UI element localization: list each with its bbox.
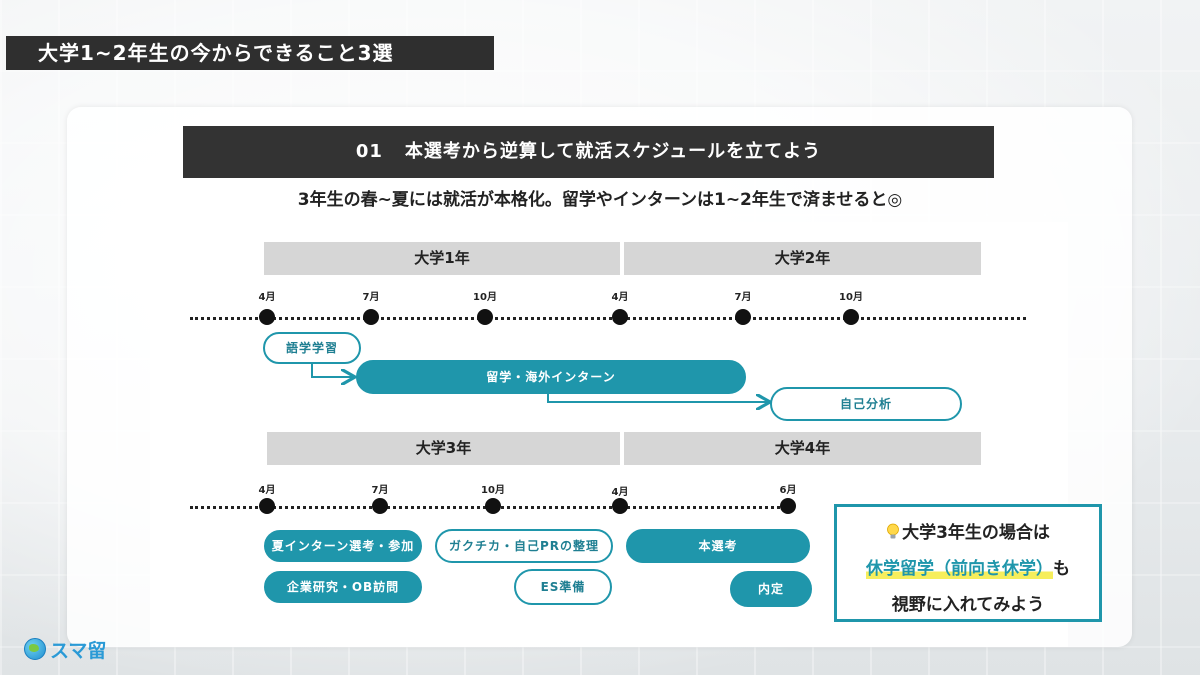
flow-arrows [311, 364, 1068, 647]
slide-title: 大学1~2年生の今からできること3選 [6, 36, 494, 70]
task-main-selection: 本選考 [626, 529, 810, 563]
year-band-1: 大学1年 [264, 242, 620, 275]
section-header: 01 本選考から逆算して就活スケジュールを立てよう [183, 126, 994, 178]
arrow-abroad-to-self [547, 392, 768, 402]
note-line-1: 大学3年生の場合は [837, 515, 1099, 551]
task-offer: 内定 [730, 571, 812, 607]
timeline-node [259, 498, 275, 514]
brand-logo: スマ留 [24, 636, 106, 662]
timeline-node [843, 309, 859, 325]
month-label: 4月 [611, 292, 629, 303]
timeline-node [780, 498, 796, 514]
timeline-node [485, 498, 501, 514]
year-band-4: 大学4年 [624, 432, 981, 465]
month-label: 7月 [371, 485, 389, 496]
timeline-node [372, 498, 388, 514]
month-label: 4月 [258, 292, 276, 303]
tip-note-box: 大学3年生の場合は 休学留学（前向き休学）も 視野に入れてみよう [834, 504, 1102, 622]
month-label: 10月 [839, 292, 863, 303]
note-line-2: 休学留学（前向き休学）も [837, 551, 1099, 587]
task-self-analysis: 自己分析 [770, 387, 962, 421]
timeline-node [477, 309, 493, 325]
note-text-2: も [1053, 559, 1070, 579]
task-es-prep: ES準備 [514, 569, 612, 605]
timeline-node [612, 309, 628, 325]
month-label: 10月 [473, 292, 497, 303]
section-number: 01 [355, 141, 383, 162]
year-band-2: 大学2年 [624, 242, 981, 275]
task-gakuchika: ガクチカ・自己PRの整理 [435, 529, 613, 563]
timeline-node [259, 309, 275, 325]
arrow-language-to-abroad [311, 364, 353, 377]
year-band-3: 大学3年 [267, 432, 620, 465]
month-label: 10月 [481, 485, 505, 496]
globe-icon [24, 638, 46, 660]
section-title: 本選考から逆算して就活スケジュールを立てよう [404, 141, 822, 162]
month-label: 4月 [611, 487, 629, 498]
timeline-dotted-line [190, 317, 1026, 320]
subtitle: 3年生の春~夏には就活が本格化。留学やインターンは1~2年生で済ませると◎ [297, 190, 903, 210]
month-label: 7月 [734, 292, 752, 303]
note-text-1: 大学3年生の場合は [902, 523, 1050, 543]
lightbulb-icon [887, 523, 899, 539]
month-label: 4月 [258, 485, 276, 496]
task-language-study: 語学学習 [263, 332, 361, 364]
month-label: 7月 [362, 292, 380, 303]
note-highlight: 休学留学（前向き休学） [866, 559, 1053, 579]
month-label: 6月 [779, 485, 797, 496]
logo-text: スマ留 [50, 639, 107, 662]
task-summer-intern: 夏インターン選考・参加 [264, 530, 422, 562]
timeline-node [612, 498, 628, 514]
task-study-abroad: 留学・海外インターン [356, 360, 746, 394]
note-line-3: 視野に入れてみよう [891, 595, 1045, 615]
timeline-node [735, 309, 751, 325]
task-company-research: 企業研究・OB訪問 [264, 571, 422, 603]
timeline-node [363, 309, 379, 325]
